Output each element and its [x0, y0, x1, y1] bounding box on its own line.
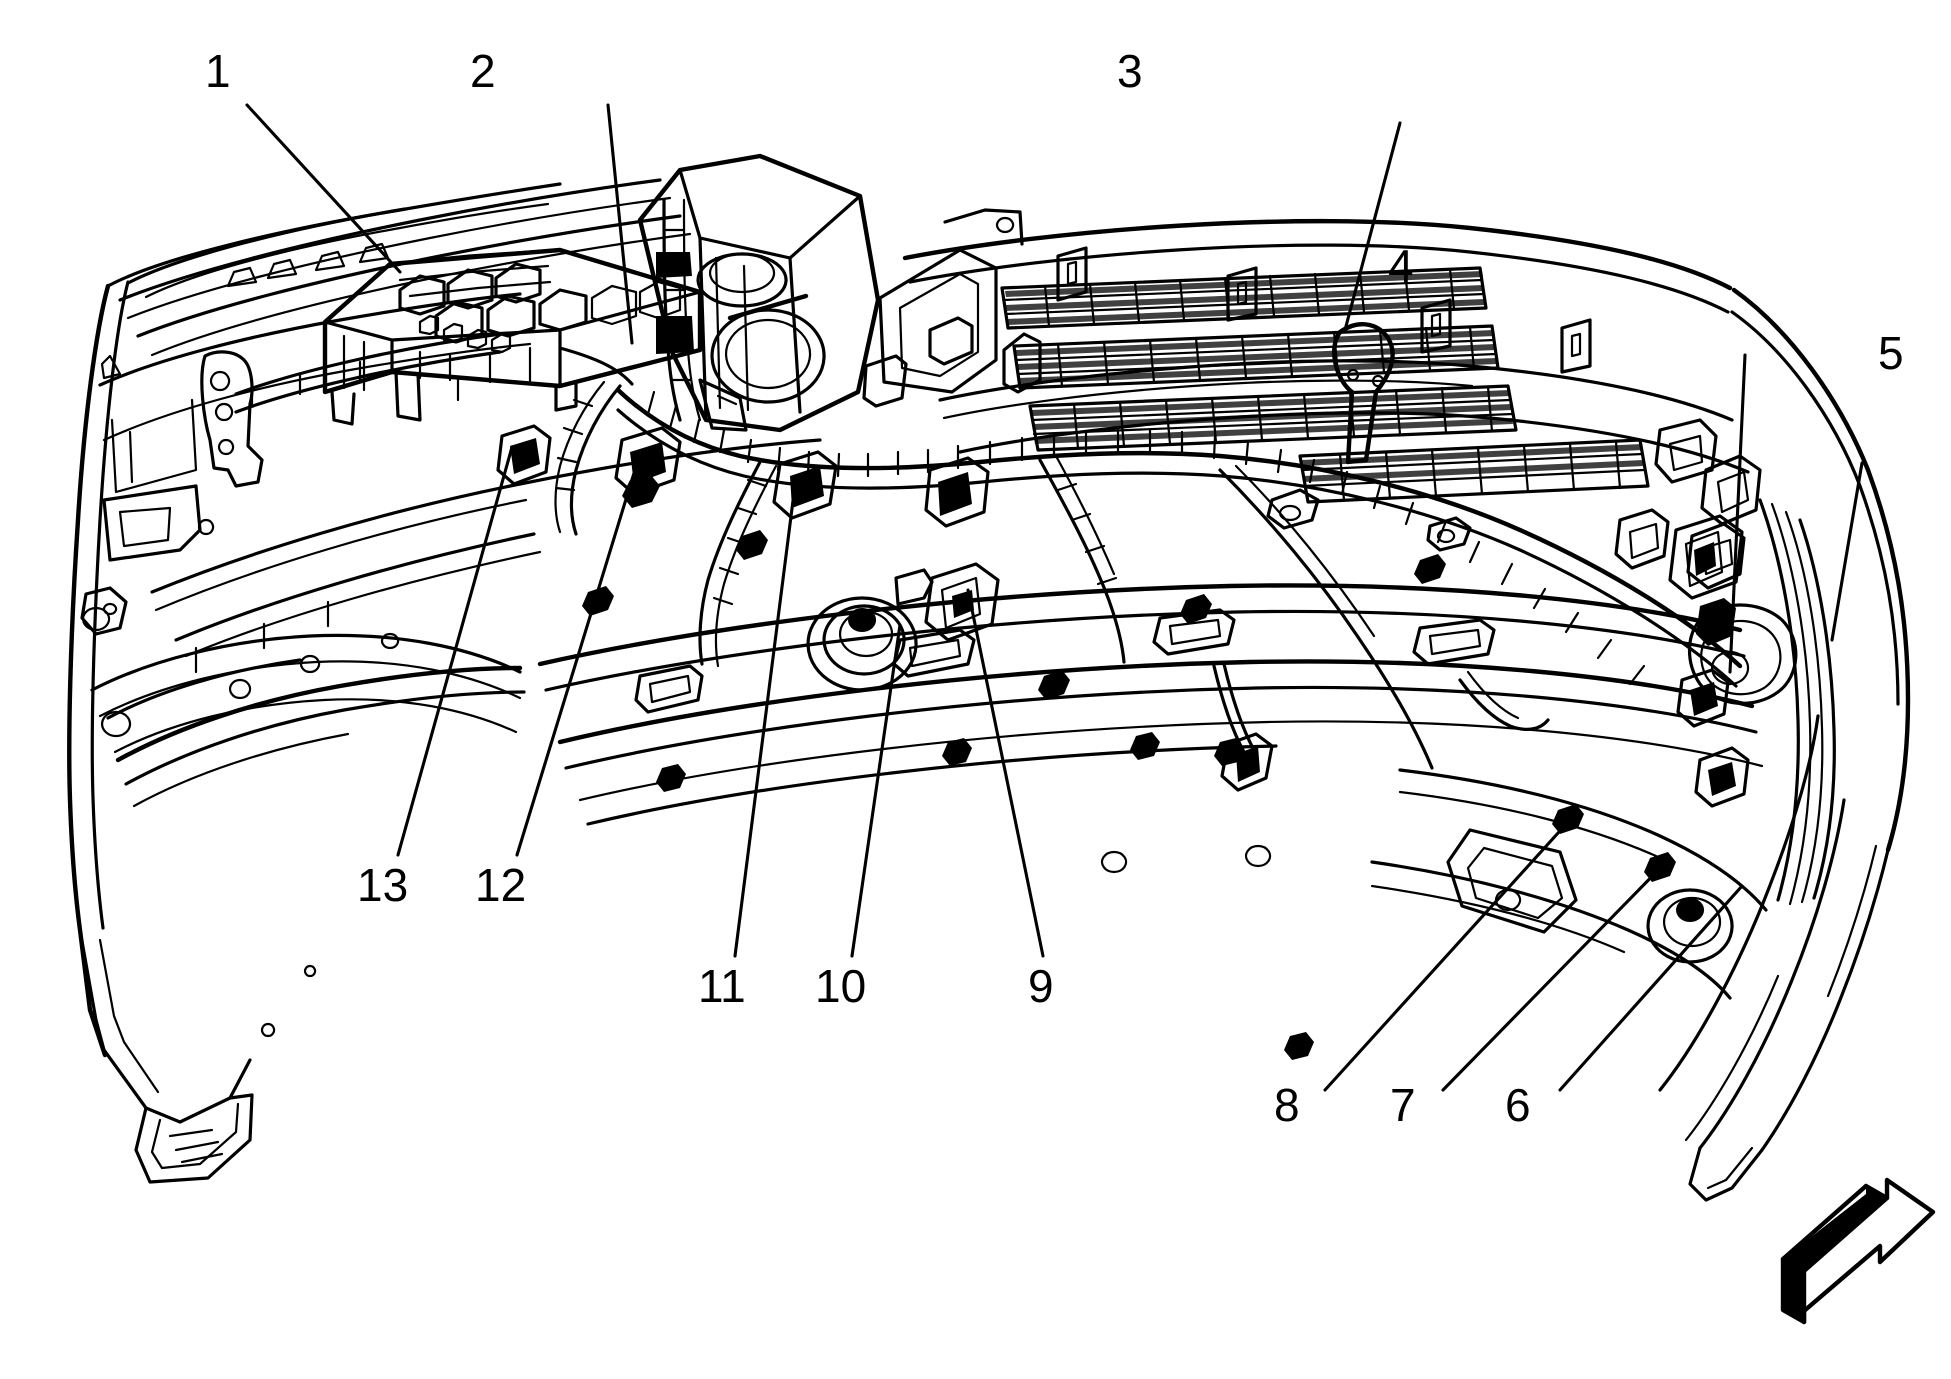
grille-mesh-row-2 [1012, 324, 1500, 390]
callout-label-13[interactable]: 13 [357, 859, 409, 911]
front-bumper-bar [537, 583, 1768, 1060]
callout-leader-lines [245, 103, 1864, 1092]
callout-label-8[interactable]: 8 [1274, 1079, 1300, 1131]
right-fender-assembly [1614, 287, 1911, 1202]
left-fender-assembly [67, 178, 692, 1184]
callout-label-12[interactable]: 12 [475, 859, 527, 911]
grille-mesh-row-3 [1028, 384, 1518, 452]
callout-label-7[interactable]: 7 [1390, 1079, 1416, 1131]
callout-label-2[interactable]: 2 [470, 45, 496, 97]
callout-label-4[interactable]: 4 [1388, 240, 1414, 292]
callout-label-9[interactable]: 9 [1028, 960, 1054, 1012]
callout-label-10[interactable]: 10 [815, 960, 867, 1012]
harness-connectors [496, 424, 1744, 964]
callout-label-11[interactable]: 11 [698, 960, 746, 1012]
grille-mesh-row-1 [1000, 266, 1488, 330]
callout-label-1[interactable]: 1 [205, 45, 231, 97]
callout-label-5[interactable]: 5 [1878, 327, 1904, 379]
callout-label-3[interactable]: 3 [1117, 45, 1143, 97]
callout-label-6[interactable]: 6 [1505, 1079, 1531, 1131]
vehicle-forward-direction-arrow [1780, 1177, 1936, 1325]
upper-rail-structure [100, 332, 822, 738]
grille-mesh-row-4 [1298, 438, 1650, 504]
front-end-wiring-harness [554, 198, 1743, 770]
radiator-grille-support-panel [902, 208, 1750, 552]
underhood-fuse-relay-block [322, 247, 703, 426]
